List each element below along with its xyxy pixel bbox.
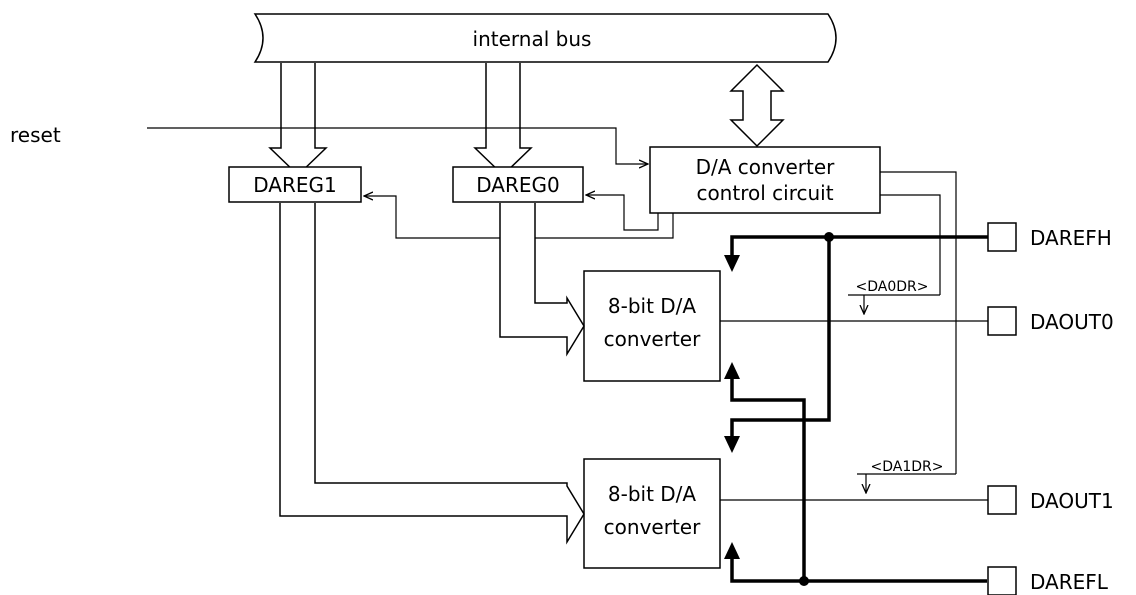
dareg1-to-converter1-path — [279, 203, 585, 545]
converter1-label-line1: 8-bit D/A — [608, 482, 697, 506]
bus-control-bidirectional-arrow — [729, 63, 785, 148]
internal-bus: internal bus — [253, 13, 837, 63]
reference-arrowheads — [724, 232, 834, 586]
darefl-pin: DAREFL — [987, 566, 1109, 595]
bus-to-dareg0-arrow — [473, 63, 533, 177]
da-control-circuit: D/A converter control circuit — [649, 146, 881, 214]
daout1-label: DAOUT1 — [1030, 489, 1114, 513]
dareg0-register: DAREG0 — [452, 166, 584, 203]
control-to-dareg1-line — [364, 196, 674, 239]
reset-line — [147, 127, 648, 164]
darefh-pin: DAREFH — [987, 222, 1112, 252]
converter0-label-line2: converter — [604, 327, 701, 351]
control-to-dareg0-line — [586, 195, 659, 231]
control-circuit-label-line1: D/A converter — [696, 155, 836, 179]
dareg1-label: DAREG1 — [253, 173, 337, 197]
dareg1-register: DAREG1 — [228, 166, 362, 203]
converter0-label-line1: 8-bit D/A — [608, 294, 697, 318]
da1dr-label: <DA1DR> — [871, 459, 944, 475]
darefh-label: DAREFH — [1030, 226, 1112, 250]
dareg0-to-converter0-path — [499, 203, 585, 357]
internal-bus-label: internal bus — [473, 27, 592, 51]
daout0-label: DAOUT0 — [1030, 310, 1114, 334]
control-da0dr-line — [880, 194, 941, 295]
darefh-junction-dot — [824, 232, 834, 242]
bus-to-dareg1-arrow — [268, 63, 328, 177]
daout0-pin: DAOUT0 — [987, 306, 1114, 336]
control-da1dr-line — [880, 171, 957, 474]
da-converter-0: 8-bit D/A converter — [583, 270, 721, 382]
darefl-label: DAREFL — [1030, 570, 1109, 594]
reset-label: reset — [10, 123, 61, 147]
da0dr-label: <DA0DR> — [856, 279, 929, 295]
darefl-junction-dot — [799, 576, 809, 586]
da-converter-1: 8-bit D/A converter — [583, 458, 721, 569]
control-circuit-label-line2: control circuit — [696, 181, 833, 205]
daout1-pin: DAOUT1 — [987, 485, 1114, 515]
converter1-label-line2: converter — [604, 515, 701, 539]
dareg0-label: DAREG0 — [476, 173, 560, 197]
